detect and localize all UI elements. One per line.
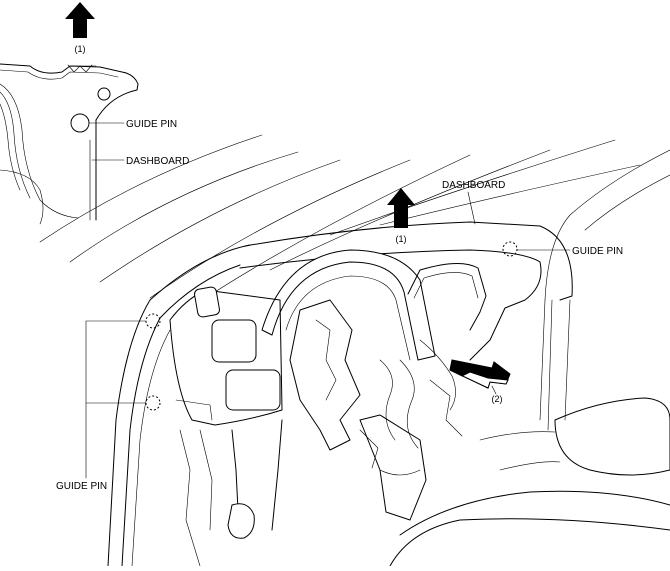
inset-guide-pin <box>70 113 90 133</box>
main-arrow2-label: (2) <box>492 394 503 404</box>
dashboard-front-edge <box>469 261 542 361</box>
guide-pin-left-bracket <box>85 320 147 479</box>
pedal-pad <box>227 503 255 539</box>
main-pull-arrow-icon <box>449 359 511 389</box>
steering-bracket <box>315 319 337 401</box>
left-vent-top <box>194 286 220 318</box>
main-arrow2-leader <box>491 385 497 395</box>
main-guide-pin-left-label: GUIDE PIN <box>56 481 107 492</box>
inset-dashboard-label: DASHBOARD <box>126 156 189 167</box>
kick-panel <box>179 429 201 567</box>
main-arrow1-label: (1) <box>396 234 407 244</box>
a-pillar <box>107 244 251 567</box>
inset-guide-pin-label: GUIDE PIN <box>126 119 177 130</box>
guide-pin-right <box>502 241 518 257</box>
guide-pin-left-upper <box>145 313 161 329</box>
main-dashboard-leader <box>467 191 476 225</box>
a-pillar-edge <box>131 329 171 567</box>
dashboard-top <box>244 221 573 301</box>
pedal-arm <box>231 429 239 511</box>
seat-side <box>389 518 670 567</box>
main-guide-pin-right-label: GUIDE PIN <box>572 246 623 257</box>
seat-front <box>399 490 670 536</box>
a-pillar-inner <box>121 264 241 567</box>
inset-dashboard-top-edge-inner <box>0 69 119 80</box>
left-panel-lip <box>175 399 213 421</box>
inset-clip <box>67 64 97 73</box>
inset-hole <box>97 87 111 101</box>
cluster-hood <box>261 249 436 361</box>
inset-arrow-label: (1) <box>75 44 86 54</box>
pedal-arm-2 <box>271 419 283 531</box>
cluster-hood-inner <box>285 275 411 361</box>
inset-dashboard-right-edge <box>95 83 139 221</box>
inset-left-arc <box>0 169 44 225</box>
left-switch-panel <box>225 369 281 411</box>
inset-detail: (1) GUIDE PIN DASHBOARD <box>0 2 189 225</box>
left-side-panel <box>169 289 283 426</box>
inset-left-contour-2 <box>0 91 31 199</box>
dashboard-top-rear <box>239 249 541 269</box>
inset-left-contour-1 <box>0 83 79 219</box>
guide-pin-left-lower <box>145 395 161 411</box>
center-panel-inner <box>413 272 479 299</box>
seat-cushion <box>554 397 670 476</box>
kick-panel-2 <box>199 429 213 531</box>
center-support <box>359 414 427 521</box>
floor-console <box>479 431 561 471</box>
inset-left-contour-3 <box>0 103 21 191</box>
main-dashboard-label: DASHBOARD <box>442 180 505 191</box>
inset-dashboard-top-edge <box>0 63 139 85</box>
wiring-harness <box>359 339 463 476</box>
inset-up-arrow-icon <box>65 2 95 38</box>
center-panel <box>407 263 487 331</box>
left-vent-middle <box>211 319 257 363</box>
main-view: (1) DASHBOARD GUIDE PIN GUIDE PIN (2) <box>39 134 670 567</box>
steering-column <box>289 299 361 451</box>
main-up-arrow-icon <box>387 188 415 228</box>
door-lines <box>539 149 670 431</box>
